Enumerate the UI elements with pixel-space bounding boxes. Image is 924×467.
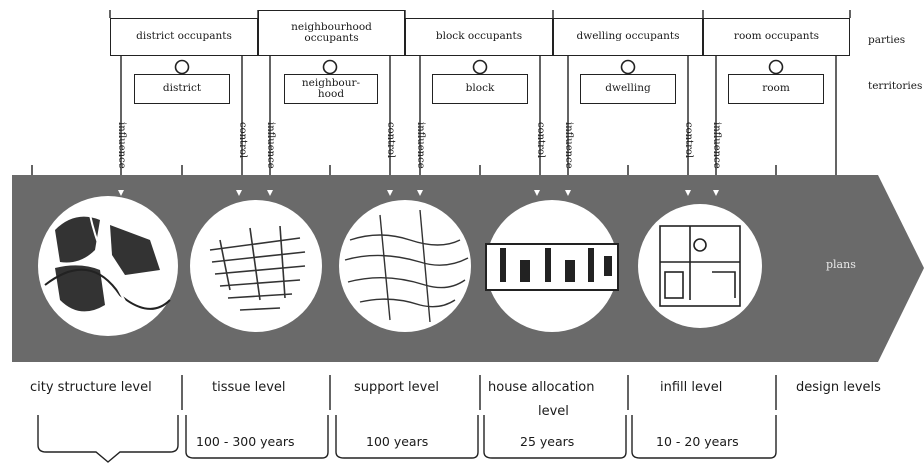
level-label-house-allocation-2: level (538, 404, 569, 419)
territory-box-room: room (728, 74, 824, 104)
level-label-house-allocation: house allocation (488, 380, 595, 395)
control-label-1: control (237, 122, 248, 159)
party-box-neighbourhood: neighbourhood occupants (258, 10, 405, 56)
room-plan-icon (638, 204, 762, 328)
brace-2 (185, 415, 329, 459)
floorplan-strip-icon (485, 200, 619, 332)
territory-box-block: block (432, 74, 528, 104)
influence-markers (118, 190, 719, 196)
brace-5 (631, 415, 777, 459)
territory-box-neighbourhood: neighbour- hood (284, 74, 378, 104)
influence-label-4: influence (563, 122, 574, 169)
party-box-district: district occupants (110, 18, 258, 56)
territory-box-dwelling: dwelling (580, 74, 676, 104)
control-label-2: control (385, 122, 396, 159)
years-label-infill: 10 - 20 years (656, 434, 739, 449)
brace-3 (335, 415, 479, 459)
years-label-house-allocation: 25 years (520, 434, 575, 449)
territory-box-district: district (134, 74, 230, 104)
level-label-infill: infill level (660, 380, 723, 395)
years-label-tissue: 100 - 300 years (196, 434, 295, 449)
years-label-support: 100 years (366, 434, 429, 449)
level-label-tissue: tissue level (212, 380, 286, 395)
city-map-icon (38, 196, 178, 336)
link-circles (174, 59, 784, 75)
influence-label-5: influence (711, 122, 722, 169)
control-label-3: control (535, 122, 546, 159)
party-box-dwelling: dwelling occupants (553, 18, 703, 56)
territories-label: territories (868, 80, 923, 92)
brace-4 (483, 415, 627, 459)
party-box-block: block occupants (405, 18, 553, 56)
level-label-city-structure: city structure level (30, 380, 152, 395)
party-box-room: room occupants (703, 18, 850, 56)
influence-label-1: influence (116, 122, 127, 169)
influence-label-2: influence (265, 122, 276, 169)
brace-1 (37, 415, 179, 463)
plans-label: plans (826, 258, 856, 271)
level-label-support: support level (354, 380, 439, 395)
support-map-icon (339, 200, 471, 332)
tissue-map-icon (190, 200, 322, 332)
connector-lines (31, 10, 851, 463)
parties-label: parties (868, 34, 906, 46)
design-levels-label: design levels (796, 380, 881, 395)
influence-label-3: influence (415, 122, 426, 169)
control-label-4: control (683, 122, 694, 159)
